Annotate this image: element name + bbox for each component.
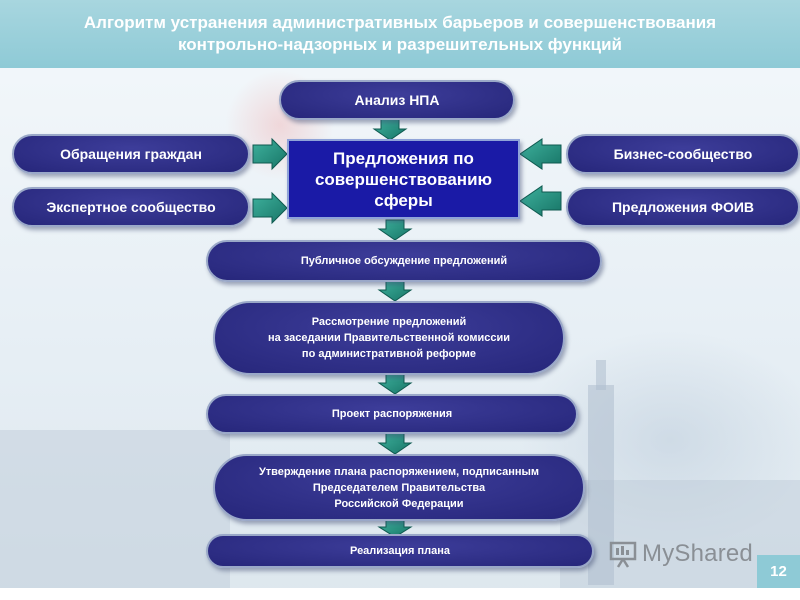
node-draft-order: Проект распоряжения [206,394,578,434]
page-number-badge: 12 [757,555,800,588]
arrow-right-1 [252,137,288,171]
review-line-3: по административной реформе [301,348,477,360]
node-plan-implementation-label: Реализация плана [350,545,450,557]
arrow-left-1 [519,138,562,170]
node-commission-review: Рассмотрение предложений на заседании Пр… [213,301,565,375]
node-citizens-appeals: Обращения граждан [12,134,250,174]
bottom-band [0,588,800,600]
node-foiv-proposals: Предложения ФОИВ [566,187,800,227]
slide-header: Алгоритм устранения административных бар… [0,0,800,68]
node-public-discussion-label: Публичное обсуждение предложений [300,255,508,267]
node-plan-implementation: Реализация плана [206,534,594,568]
center-line-3: сферы [374,190,433,210]
node-foiv-proposals-label: Предложения ФОИВ [611,199,755,215]
approval-line-2: Председателем Правительства [312,481,486,494]
arrow-down-6 [377,519,413,538]
arrow-right-2 [252,191,288,225]
arrow-down-4 [377,373,413,395]
slide-title: Алгоритм устранения административных бар… [20,12,780,56]
logo-text: MyShared [642,540,753,567]
page-number: 12 [770,563,787,580]
arrow-down-1 [372,118,408,141]
arrow-down-3 [377,280,413,302]
node-expert-community: Экспертное сообщество [12,187,250,227]
node-business-community-label: Бизнес-сообщество [613,146,753,162]
background-building-left [0,430,230,590]
arrow-left-2 [519,185,562,217]
center-line-1: Предложения по [333,148,474,168]
arrow-down-2 [377,219,413,241]
approval-line-1: Утверждение плана распоряжением, подписа… [258,465,540,478]
node-citizens-appeals-label: Обращения граждан [60,146,202,162]
presentation-icon [609,541,637,568]
approval-line-3: Российской Федерации [334,497,464,510]
node-business-community: Бизнес-сообщество [566,134,800,174]
title-line-1: Алгоритм устранения административных бар… [83,13,717,32]
review-line-1: Рассмотрение предложений [311,316,467,328]
node-npa-analysis-label: Анализ НПА [354,92,440,108]
title-line-2: контрольно-надзорных и разрешительных фу… [177,35,622,54]
myshared-logo: MyShared [608,536,768,572]
node-improvement-proposals: Предложения по совершенствованию сферы [287,139,520,219]
node-expert-community-label: Экспертное сообщество [46,199,216,215]
background-tower-spire [596,360,606,390]
node-plan-approval: Утверждение плана распоряжением, подписа… [213,454,585,521]
review-line-2: на заседании Правительственной комиссии [268,332,510,344]
node-draft-order-label: Проект распоряжения [331,408,453,420]
center-line-2: совершенствованию [314,169,493,189]
node-public-discussion: Публичное обсуждение предложений [206,240,602,282]
node-npa-analysis: Анализ НПА [279,80,515,120]
arrow-down-5 [377,432,413,455]
